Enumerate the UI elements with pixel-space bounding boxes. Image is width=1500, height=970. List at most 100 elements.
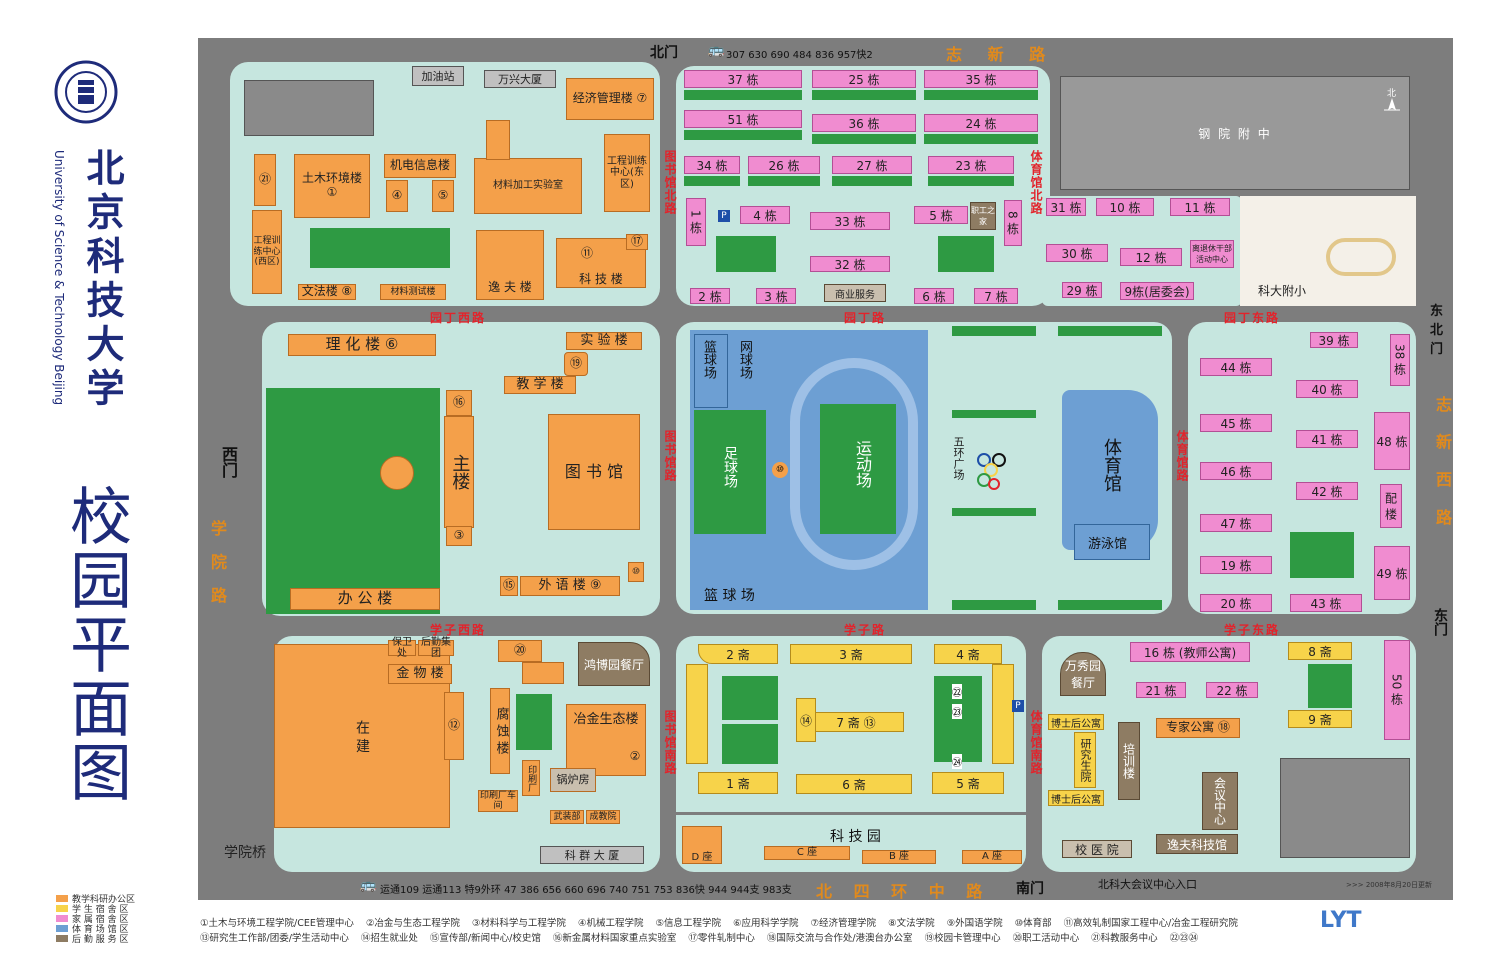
building-b11[interactable]: ⑪ bbox=[576, 244, 598, 264]
basketball-court-1[interactable] bbox=[694, 334, 728, 408]
gym-building[interactable] bbox=[1062, 390, 1158, 550]
building-fushi[interactable]: 腐 蚀 楼 bbox=[490, 688, 510, 774]
building-shiyan[interactable]: 实 验 楼 bbox=[566, 332, 642, 350]
dorm-39[interactable]: 39 栋 bbox=[1310, 332, 1358, 348]
building-yinshua-chejian[interactable]: 印刷厂车间 bbox=[478, 790, 518, 812]
building-lihua[interactable]: 理 化 楼 ⑥ bbox=[288, 334, 436, 356]
building-peixun[interactable]: 培训楼 bbox=[1118, 722, 1140, 800]
building-b15[interactable]: ⑮ bbox=[500, 576, 518, 596]
dorm-zhai-4[interactable]: 4 斋 bbox=[934, 644, 1002, 664]
building-b3[interactable]: ③ bbox=[446, 526, 472, 546]
dorm-zhai-14[interactable]: ⑭ bbox=[796, 698, 816, 742]
building-b2[interactable]: ② bbox=[626, 748, 644, 766]
building-zhulou[interactable]: 主楼 bbox=[444, 416, 474, 528]
building-bzuo[interactable]: B 座 bbox=[862, 850, 936, 864]
building-tumu[interactable]: 土木环境楼 ① bbox=[294, 154, 370, 218]
dorm-north[interactable]: 24 栋 bbox=[924, 114, 1038, 132]
dorm-22[interactable]: 22 栋 bbox=[1206, 682, 1258, 698]
dorm-north[interactable]: 37 栋 bbox=[684, 70, 802, 88]
building-wuzhuang[interactable]: 武装部 bbox=[550, 810, 584, 824]
building-b10s[interactable]: ⑩ bbox=[628, 562, 644, 582]
dorm-10[interactable]: 10 栋 bbox=[1096, 198, 1154, 216]
building-business[interactable]: 商业服务 bbox=[824, 284, 886, 302]
building-baokou[interactable]: 保卫处 bbox=[388, 637, 416, 659]
building-jiaoxue[interactable]: 教 学 楼 bbox=[504, 376, 576, 394]
dorm-north[interactable]: 27 栋 bbox=[832, 156, 912, 174]
building-yinshua[interactable]: 印刷厂 bbox=[522, 760, 540, 796]
dorm-32[interactable]: 32 栋 bbox=[810, 256, 890, 272]
dorm-44[interactable]: 44 栋 bbox=[1200, 358, 1272, 376]
building-gongcheng-east[interactable]: 工程训练中心(东区) bbox=[604, 134, 650, 212]
building-yanjiusheng[interactable]: 研究生院 bbox=[1074, 732, 1096, 788]
dorm-9[interactable]: 9栋(居委会) bbox=[1120, 282, 1194, 300]
building-hongbo[interactable]: 鸿博园餐厅 bbox=[578, 642, 650, 686]
dorm-40[interactable]: 40 栋 bbox=[1296, 380, 1358, 398]
dorm-45[interactable]: 45 栋 bbox=[1200, 414, 1272, 432]
building-boshi2[interactable]: 博士后公寓 bbox=[1048, 790, 1104, 806]
building-wanxing[interactable]: 万兴大厦 bbox=[484, 70, 556, 88]
dorm-12[interactable]: 12 栋 bbox=[1120, 248, 1182, 266]
dorm-north[interactable]: 35 栋 bbox=[924, 70, 1038, 88]
building-yifukeji[interactable]: 逸夫科技馆 bbox=[1156, 834, 1238, 854]
dorm-49[interactable]: 49 栋 bbox=[1374, 546, 1410, 600]
football-field[interactable] bbox=[694, 410, 766, 534]
dorm-north[interactable]: 25 栋 bbox=[812, 70, 916, 88]
building-wanxiuyuan[interactable]: 万秀园餐厅 bbox=[1060, 652, 1106, 696]
dorm-zhai-1[interactable]: 1 斋 bbox=[698, 772, 778, 794]
building-zhigong[interactable]: 职工之家 bbox=[970, 202, 996, 230]
dorm-38[interactable]: 38 栋 bbox=[1390, 334, 1410, 386]
dorm-6[interactable]: 6 栋 bbox=[914, 288, 954, 304]
dorm-zhai-2[interactable]: 2 斋 bbox=[698, 644, 778, 664]
dorm-2[interactable]: 2 栋 bbox=[690, 288, 730, 304]
swim-building[interactable] bbox=[1074, 524, 1150, 560]
building-huiyi[interactable]: 会议中心 bbox=[1202, 772, 1238, 830]
building-b21[interactable]: ㉑ bbox=[254, 154, 276, 206]
building-bangong[interactable]: 办 公 楼 bbox=[290, 588, 440, 610]
building-b12a[interactable]: ⑫ bbox=[444, 692, 464, 760]
building-b10[interactable]: ⑩ bbox=[772, 462, 788, 478]
dorm-zhai-5[interactable]: 5 斋 bbox=[932, 772, 1004, 794]
building-zhuanjia[interactable]: 专家公寓 ⑱ bbox=[1156, 718, 1240, 738]
dorm-33[interactable]: 33 栋 bbox=[810, 212, 890, 230]
building-guolu[interactable]: 锅炉房 bbox=[550, 768, 596, 792]
dorm-north[interactable]: 51 栋 bbox=[684, 110, 802, 128]
dorm-48[interactable]: 48 栋 bbox=[1374, 412, 1410, 470]
dorm-north[interactable]: 36 栋 bbox=[812, 114, 916, 132]
dorm-1[interactable]: 1 栋 bbox=[686, 198, 706, 246]
dorm-north[interactable]: 26 栋 bbox=[748, 156, 820, 174]
building-b17[interactable]: ⑰ bbox=[626, 234, 648, 250]
building-b19[interactable]: ⑲ bbox=[564, 352, 588, 376]
building-b23[interactable]: ㉓ bbox=[952, 704, 962, 719]
dorm-5[interactable]: 5 栋 bbox=[914, 206, 968, 224]
building-library[interactable]: 图 书 馆 bbox=[548, 414, 640, 530]
dorm-29[interactable]: 29 栋 bbox=[1062, 282, 1102, 298]
building-kequn[interactable]: 科 群 大 厦 bbox=[540, 846, 644, 864]
building-houqin[interactable]: 后勤集团 bbox=[418, 637, 454, 659]
building-yifu[interactable]: 逸 夫 楼 bbox=[476, 230, 544, 300]
building-gangyuan[interactable]: 钢 院 附 中 bbox=[1060, 76, 1410, 190]
building-b16[interactable]: ⑯ bbox=[446, 390, 472, 416]
building-b24[interactable]: ㉔ bbox=[952, 754, 962, 769]
dorm-16[interactable]: 16 栋 (教师公寓) bbox=[1130, 642, 1250, 662]
building-jd4[interactable]: ④ bbox=[386, 180, 408, 212]
dorm-zhai-6[interactable]: 6 斋 bbox=[796, 774, 912, 794]
dorm-30[interactable]: 30 栋 bbox=[1046, 244, 1108, 262]
building-jinwu[interactable]: 金 物 楼 bbox=[388, 664, 452, 684]
dorm-20[interactable]: 20 栋 bbox=[1200, 594, 1272, 612]
building-czuo[interactable]: C 座 bbox=[764, 846, 850, 860]
dorm-zhai-3[interactable]: 3 斋 bbox=[790, 644, 912, 664]
building-dzuo[interactable]: D 座 bbox=[682, 826, 722, 864]
building-cailiao-test[interactable]: 材料测试楼 bbox=[380, 284, 446, 300]
dorm-zhai-7[interactable]: 7 斋 ⑬ bbox=[808, 712, 904, 732]
building-jidian[interactable]: 机电信息楼 bbox=[384, 154, 456, 178]
building-b20[interactable]: ⑳ bbox=[498, 640, 542, 662]
building-wenfa[interactable]: 文法楼 ⑧ bbox=[298, 284, 356, 300]
dorm-50[interactable]: 50 栋 bbox=[1384, 640, 1410, 740]
building-cailiao[interactable]: 材料加工实验室 bbox=[474, 158, 582, 214]
building-azuo[interactable]: A 座 bbox=[962, 850, 1022, 864]
building-jd5[interactable]: ⑤ bbox=[432, 180, 454, 212]
building-laotui[interactable]: 离退休干部活动中心 bbox=[1190, 240, 1234, 268]
building-waiyu[interactable]: 外 语 楼 ⑨ bbox=[520, 576, 620, 596]
dorm-46[interactable]: 46 栋 bbox=[1200, 462, 1272, 480]
dorm-42[interactable]: 42 栋 bbox=[1296, 482, 1358, 500]
